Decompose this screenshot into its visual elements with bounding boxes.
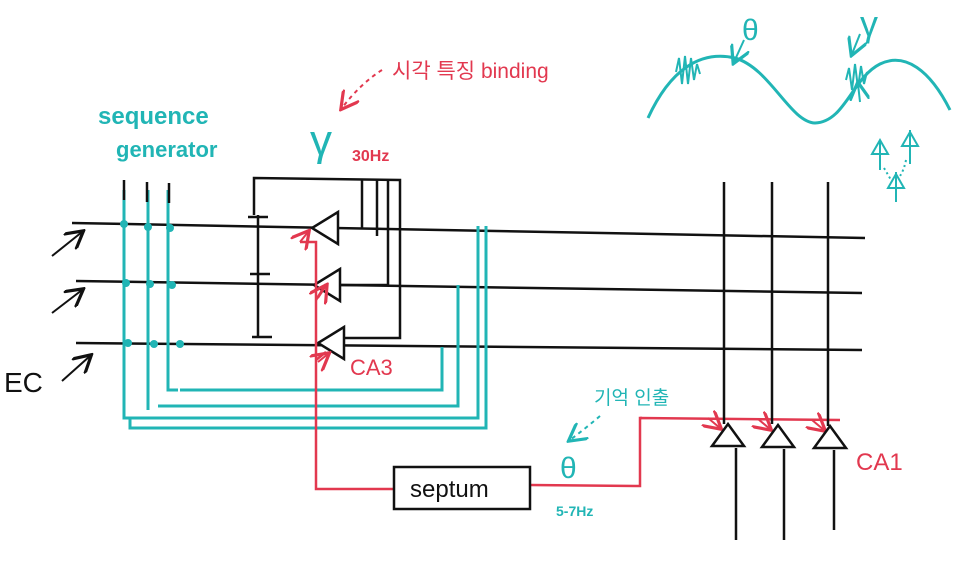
wave-gamma-label: γ [860,3,878,44]
gamma-symbol: γ [310,116,332,165]
theta-frequency: 5-7Hz [556,503,593,519]
pathway-2 [75,279,863,295]
binding-arrow [342,69,383,108]
ca1-neuron-3 [811,423,849,450]
ec-label: EC [4,367,43,398]
ca1-vertical-wires [722,182,836,540]
sequence-label: sequence [98,103,209,130]
ca3-recurrent-wires [248,176,402,340]
memory-recall-label: 기억 인출 [594,387,669,409]
ca1-neuron-2 [759,422,797,449]
pathway-3 [75,341,863,352]
gamma-frequency: 30Hz [352,148,389,165]
ec-arrow-2 [51,290,82,314]
ec-arrow-3 [61,356,90,382]
pathway-1 [71,221,866,240]
ca1-neurons [709,421,849,450]
ca1-label: CA1 [856,449,903,476]
ca3-label: CA3 [350,355,393,380]
wave-theta-label: θ [742,14,759,47]
ec-input-arrows [51,232,90,382]
junction-dots [120,220,184,348]
ec-arrow-1 [51,232,82,257]
septum-box [392,465,532,511]
generator-label: generator [116,137,218,162]
septum-red-arrowheads [300,232,824,430]
binding-label: 시각 특징 binding [392,60,549,83]
memory-arrow [570,415,601,440]
sequence-generator-ticks [122,180,171,203]
mini-network-icon [870,129,920,202]
theta-wave [646,54,952,125]
perforant-path-lines [71,221,866,352]
ca3-neuron-1 [309,209,340,247]
theta-symbol: θ [560,452,577,485]
septum-label: septum [410,476,489,503]
wave-pointer-arrows [734,33,860,103]
ca1-neuron-1 [709,421,747,448]
